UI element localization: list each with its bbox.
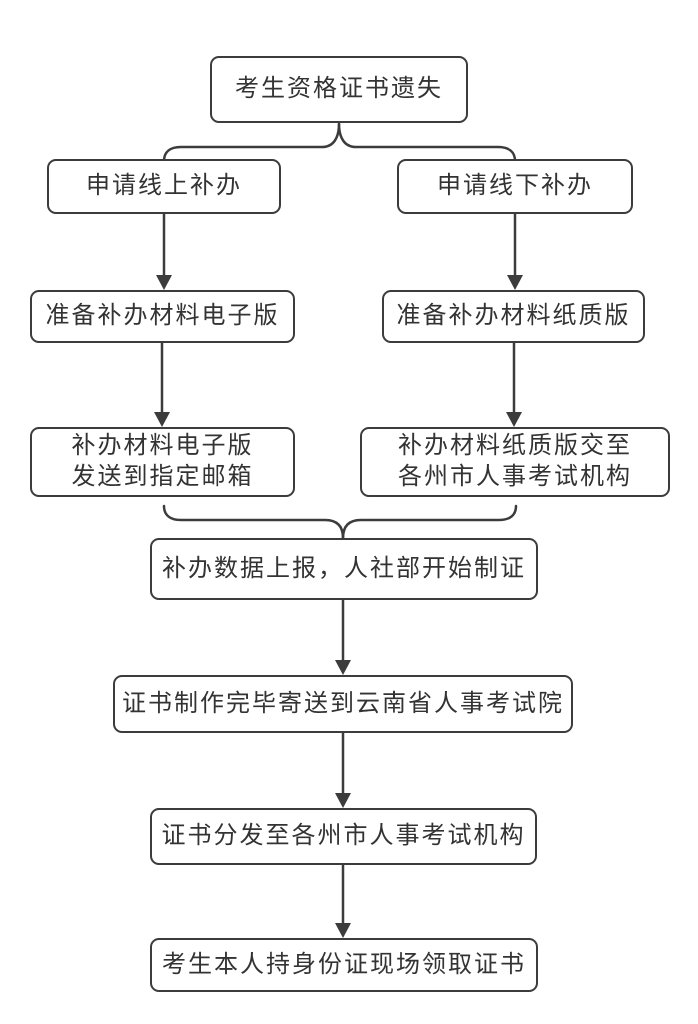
arrow-report-to-made	[335, 598, 351, 675]
edge-split-brace-right	[337, 122, 517, 163]
arrow-distribute-to-collect	[335, 863, 351, 938]
edge-split-brace-left	[162, 122, 341, 163]
node-submit-paper-materials: 补办材料纸质版交至 各州市人事考试机构	[360, 427, 670, 497]
node-prepare-digital-materials: 准备补办材料电子版	[30, 290, 295, 343]
node-submit-paper-materials-line1: 补办材料纸质版交至	[398, 433, 632, 459]
node-certificate-sent-to-yunnan: 证书制作完毕寄送到云南省人事考试院	[113, 675, 573, 733]
node-apply-offline-label: 申请线下补办	[437, 173, 593, 199]
node-prepare-digital-materials-label: 准备补办材料电子版	[45, 303, 280, 329]
node-submit-paper-materials-line2: 各州市人事考试机构	[398, 464, 632, 490]
edge-merge-brace	[162, 504, 518, 540]
node-data-report-certificate-production: 补办数据上报，人社部开始制证	[150, 538, 538, 600]
edge-merge-brace-left	[162, 504, 345, 540]
arrow-online-to-prepare	[156, 212, 172, 290]
node-certificate-distributed: 证书分发至各州市人事考试机构	[150, 808, 537, 865]
edge-merge-brace-right	[341, 504, 518, 540]
node-data-report-certificate-production-label: 补办数据上报，人社部开始制证	[162, 555, 526, 582]
node-apply-online-label: 申请线上补办	[86, 173, 242, 199]
edge-split-brace	[162, 122, 517, 163]
arrow-offline-to-prepare	[507, 212, 523, 290]
arrow-made-to-distribute	[335, 731, 351, 808]
node-send-materials-to-email-line1: 补办材料电子版	[71, 433, 254, 459]
node-prepare-paper-materials-label: 准备补办材料纸质版	[396, 303, 631, 329]
node-send-materials-to-email: 补办材料电子版 发送到指定邮箱	[30, 427, 295, 497]
arrow-prepare-to-send-email	[154, 341, 170, 427]
node-apply-offline: 申请线下补办	[397, 159, 633, 214]
node-send-materials-to-email-line2: 发送到指定邮箱	[71, 464, 254, 490]
node-certificate-lost: 考生资格证书遗失	[210, 56, 468, 123]
node-certificate-lost-label: 考生资格证书遗失	[235, 76, 443, 102]
node-collect-certificate-in-person-label: 考生本人持身份证现场领取证书	[162, 951, 526, 978]
arrow-prepare-to-submit-paper	[506, 341, 522, 427]
node-collect-certificate-in-person: 考生本人持身份证现场领取证书	[150, 938, 538, 992]
node-apply-online: 申请线上补办	[47, 159, 281, 214]
node-prepare-paper-materials: 准备补办材料纸质版	[382, 290, 645, 343]
node-certificate-sent-to-yunnan-label: 证书制作完毕寄送到云南省人事考试院	[122, 690, 564, 717]
node-certificate-distributed-label: 证书分发至各州市人事考试机构	[161, 823, 526, 849]
